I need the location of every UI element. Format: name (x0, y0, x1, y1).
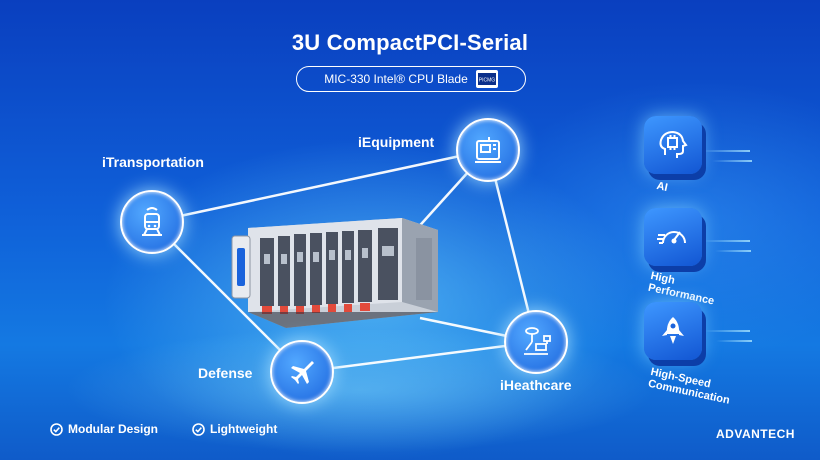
subtitle-pill: MIC-330 Intel® CPU Blade PICMG (296, 66, 526, 92)
picmg-logo-icon: PICMG (475, 70, 498, 88)
medical-robot-icon (524, 327, 551, 355)
light-streak (715, 250, 751, 252)
node-label-equipment: iEquipment (358, 134, 435, 150)
light-streak (700, 150, 750, 152)
subtitle-text: MIC-330 Intel® CPU Blade (324, 72, 468, 86)
node-label-transportation: iTransportation (102, 154, 204, 170)
light-streak (712, 160, 752, 162)
light-streak (716, 340, 752, 342)
check-circle-icon (192, 422, 205, 436)
train-icon (142, 207, 162, 236)
feature-list: Modular Design Lightweight (50, 422, 277, 436)
picmg-logo-text: PICMG (479, 78, 496, 84)
light-streak (702, 240, 750, 242)
feature-lightweight-label: Lightweight (210, 422, 278, 436)
feature-card-communication (644, 302, 702, 360)
chassis-image (231, 218, 438, 328)
page-title: 3U CompactPCI-Serial (291, 30, 529, 55)
feature-modular-design: Modular Design (50, 422, 158, 436)
link-defense-healthcare (301, 340, 537, 374)
brand-logo: ADVANTECH (716, 427, 795, 441)
check-circle-icon (50, 422, 63, 436)
ai-chip-head-icon (659, 130, 688, 158)
speedometer-icon (657, 231, 686, 244)
feature-lightweight: Lightweight (192, 422, 277, 436)
rocket-icon (662, 317, 684, 344)
machine-icon (475, 137, 501, 163)
feature-card-ai (644, 116, 702, 174)
node-label-defense: Defense (198, 365, 253, 381)
node-healthcare (504, 310, 568, 374)
jet-icon (291, 361, 314, 384)
feature-modular-design-label: Modular Design (68, 422, 159, 436)
feature-card-performance (644, 208, 702, 266)
node-defense (270, 340, 334, 404)
link-transport-equipment (151, 148, 489, 224)
node-equipment (456, 118, 520, 182)
link-transport-defense (151, 221, 303, 373)
node-transportation (120, 190, 184, 254)
node-label-healthcare: iHeathcare (500, 377, 572, 393)
light-streak (704, 330, 750, 332)
